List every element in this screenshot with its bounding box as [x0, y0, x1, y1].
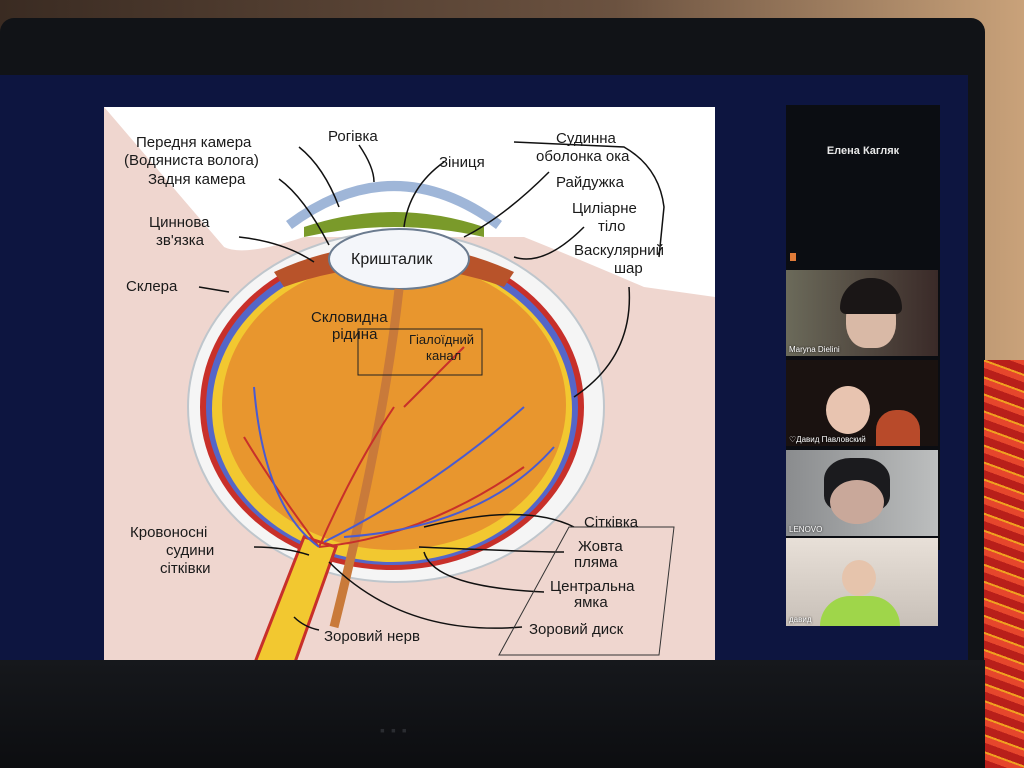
label-zonule: Циннова: [149, 214, 210, 231]
video-tile-david[interactable]: давид: [786, 538, 938, 626]
label-optic-disc: Зоровий диск: [529, 621, 624, 638]
label-optic-nerve: Зоровий нерв: [324, 628, 420, 645]
label-sclera: Склера: [126, 278, 178, 295]
label-hyaloid: Гіалоїдний: [409, 332, 475, 347]
tile-name-row: ♡Давид Павловский: [789, 435, 866, 444]
label-zonule-2: зв'язка: [156, 232, 204, 249]
label-vitreous: Скловидна: [311, 309, 388, 326]
participant-shoulder: [876, 410, 920, 446]
label-anterior-chamber: Передня камера: [136, 134, 252, 151]
label-cornea: Рогівка: [328, 128, 378, 145]
label-fovea-2: ямка: [574, 594, 608, 611]
video-tile-david-p[interactable]: ♡Давид Павловский: [786, 360, 938, 446]
label-pupil: Зіниця: [439, 154, 485, 171]
tile-name: LENOVO: [789, 525, 823, 534]
label-vessels-3: сітківки: [160, 560, 211, 577]
label-macula-2: пляма: [574, 554, 618, 571]
participant-face: [826, 386, 870, 434]
tile-name: давид: [789, 615, 812, 624]
label-aqueous: (Водяниста волога): [124, 152, 259, 169]
laptop-chin: [0, 660, 985, 768]
label-posterior-chamber: Задня камера: [148, 171, 246, 188]
presenter-name: Елена Кагляк: [826, 145, 900, 157]
label-vascular: Васкулярний: [574, 242, 665, 259]
label-retina: Сітківка: [584, 514, 639, 531]
label-lens: Кришталик: [351, 251, 433, 268]
heart-icon: ♡: [789, 435, 797, 444]
label-ciliary-2: тіло: [598, 218, 626, 235]
label-ciliary: Циліарне: [572, 200, 637, 217]
label-vessels: Кровоносні: [130, 524, 208, 541]
tile-name: Maryna Dielini: [789, 345, 840, 354]
participant-face: [842, 560, 876, 596]
label-choroid: Судинна: [556, 130, 616, 147]
label-hyaloid-2: канал: [426, 348, 462, 363]
video-tile-lenovo[interactable]: LENOVO: [786, 450, 938, 536]
eye-diagram: [104, 107, 715, 665]
label-vitreous-2: рідина: [332, 326, 378, 343]
participant-hair: [840, 278, 902, 314]
hand-icon: [790, 253, 796, 261]
participant-face: [830, 480, 884, 524]
label-fovea: Центральна: [550, 578, 635, 595]
laptop-logo: ▪▪▪: [380, 722, 413, 738]
label-vascular-2: шар: [614, 260, 643, 277]
label-iris: Райдужка: [556, 174, 624, 191]
label-choroid-2: оболонка ока: [536, 148, 630, 165]
video-tile-maryna[interactable]: Maryna Dielini: [786, 270, 938, 356]
participant-shirt: [820, 596, 900, 626]
shared-slide: Передня камера (Водяниста волога) Рогівк…: [104, 107, 715, 665]
background-rug: [984, 360, 1024, 768]
label-vessels-2: судини: [166, 542, 215, 559]
tile-name: Давид Павловский: [796, 435, 866, 444]
label-macula: Жовта: [578, 538, 623, 555]
